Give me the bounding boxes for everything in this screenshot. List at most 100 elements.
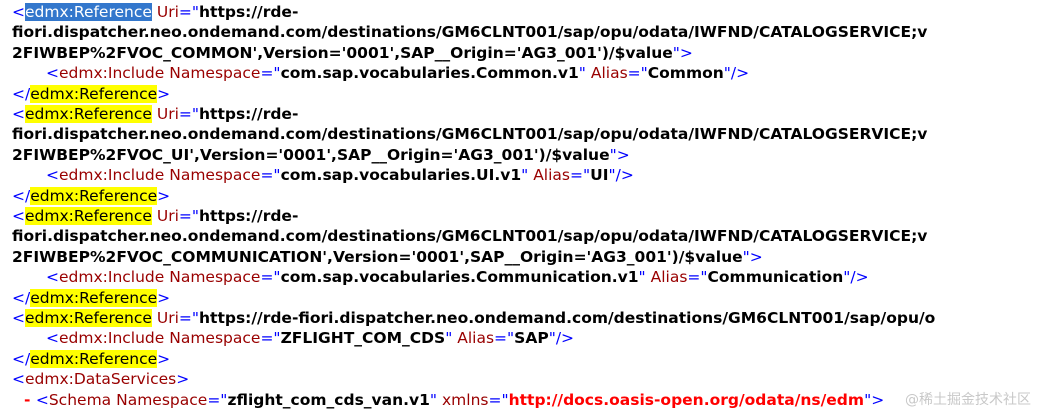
code-token: =" xyxy=(488,390,509,409)
code-token: Uri xyxy=(151,207,179,225)
code-token: " xyxy=(521,166,529,185)
code-token: com.sap.vocabularies.Common.v1 xyxy=(280,64,579,83)
code-line: <edmx:Include Namespace="com.sap.vocabul… xyxy=(46,267,869,287)
code-line: 2FIWBEP%2FVOC_COMMUNICATION',Version='00… xyxy=(12,247,763,267)
code-token: =" xyxy=(627,64,648,83)
code-token: "/> xyxy=(723,64,750,83)
code-token: Alias xyxy=(585,64,628,83)
code-token: " xyxy=(638,268,646,287)
code-token: Namespace xyxy=(164,64,261,83)
code-line: <edmx:Reference Uri="https://rde- xyxy=(12,206,298,226)
code-token: "> xyxy=(672,43,693,62)
code-line: </edmx:Reference> xyxy=(12,288,170,308)
code-line: - <Schema Namespace="zflight_com_cds_van… xyxy=(24,390,884,410)
code-line: </edmx:Reference> xyxy=(12,84,170,104)
code-token: =" xyxy=(178,3,199,21)
code-token: =" xyxy=(260,166,281,185)
code-token: edmx:Reference xyxy=(25,309,152,327)
code-token: > xyxy=(157,349,171,368)
code-token: "> xyxy=(864,390,885,409)
code-line: 2FIWBEP%2FVOC_UI',Version='0001',SAP__Or… xyxy=(12,145,630,165)
code-token: " xyxy=(445,329,453,348)
code-line: fiori.dispatcher.neo.ondemand.com/destin… xyxy=(12,226,927,246)
code-token: > xyxy=(157,288,171,307)
code-token: =" xyxy=(178,207,199,225)
code-token: 2FIWBEP%2FVOC_UI',Version='0001',SAP__Or… xyxy=(12,145,610,164)
code-token: "/> xyxy=(843,268,869,287)
code-line: </edmx:Reference> xyxy=(12,186,170,206)
code-token: edmx:Reference xyxy=(25,207,152,225)
code-token: - xyxy=(24,390,36,409)
code-token: </ xyxy=(12,349,31,368)
code-token: edmx:Reference xyxy=(30,349,158,368)
code-token: edmx:Reference xyxy=(30,186,158,205)
code-line: fiori.dispatcher.neo.ondemand.com/destin… xyxy=(12,124,927,144)
code-token: 2FIWBEP%2FVOC_COMMON',Version='0001',SAP… xyxy=(12,43,673,62)
code-token: https://rde- xyxy=(199,207,299,225)
code-token: Alias xyxy=(528,166,570,185)
code-token: edmx:Include xyxy=(59,329,165,348)
code-token: xmlns xyxy=(437,390,489,409)
code-token: Alias xyxy=(645,268,688,287)
code-line: </edmx:Reference> xyxy=(12,349,170,369)
code-token: < xyxy=(12,309,25,327)
code-token: =" xyxy=(260,64,281,83)
code-line: fiori.dispatcher.neo.ondemand.com/destin… xyxy=(12,22,927,42)
code-token: com.sap.vocabularies.Communication.v1 xyxy=(280,268,639,287)
code-token: https://rde-fiori.dispatcher.neo.ondeman… xyxy=(199,309,936,327)
watermark: @稀土掘金技术社区 xyxy=(905,392,1031,408)
code-token: Uri xyxy=(151,3,179,21)
code-token: < xyxy=(46,166,59,185)
code-token: https://rde- xyxy=(199,3,299,21)
code-token: < xyxy=(12,207,25,225)
code-token: "> xyxy=(742,247,763,266)
code-token: =" xyxy=(207,390,228,409)
code-token: Schema xyxy=(48,390,112,409)
code-token: edmx:Reference xyxy=(25,105,152,123)
code-token: < xyxy=(12,105,25,123)
code-line: <edmx:Include Namespace="com.sap.vocabul… xyxy=(46,165,634,185)
code-token: "/> xyxy=(548,329,575,348)
code-token: Alias xyxy=(452,329,495,348)
code-line: <edmx:Include Namespace="com.sap.vocabul… xyxy=(46,63,749,83)
code-token: edmx:Include xyxy=(59,166,165,185)
code-token: =" xyxy=(494,329,515,348)
code-token: =" xyxy=(178,105,199,123)
code-token: http://docs.oasis-open.org/odata/ns/edm xyxy=(508,390,865,409)
code-token: edmx:Reference xyxy=(25,3,152,21)
code-token: < xyxy=(35,390,49,409)
code-token: < xyxy=(12,370,25,389)
code-token: Namespace xyxy=(164,268,261,287)
code-token: zflight_com_cds_van.v1 xyxy=(227,390,430,409)
code-line: 2FIWBEP%2FVOC_COMMON',Version='0001',SAP… xyxy=(12,43,693,63)
code-token: edmx:DataServices xyxy=(25,370,177,389)
code-token: " xyxy=(578,64,586,83)
code-line: <edmx:Include Namespace="ZFLIGHT_COM_CDS… xyxy=(46,328,574,348)
code-token: =" xyxy=(178,309,199,327)
code-token: UI xyxy=(590,166,609,185)
code-token: https://rde- xyxy=(199,105,299,123)
code-line: <edmx:Reference Uri="https://rde-fiori.d… xyxy=(12,308,935,328)
code-token: "/> xyxy=(608,166,634,185)
code-line: <edmx:Reference Uri="https://rde- xyxy=(12,104,298,124)
code-token: </ xyxy=(12,84,31,103)
code-token: Common xyxy=(647,64,724,83)
code-token: </ xyxy=(12,288,31,307)
code-token: Communication xyxy=(707,268,844,287)
code-token: Namespace xyxy=(164,329,261,348)
code-token: </ xyxy=(12,186,31,205)
code-token: =" xyxy=(687,268,708,287)
code-line: <edmx:DataServices> xyxy=(12,369,189,389)
code-token: =" xyxy=(260,268,281,287)
code-token: < xyxy=(46,268,59,287)
code-token: > xyxy=(176,370,190,389)
code-token: ZFLIGHT_COM_CDS xyxy=(280,329,446,348)
code-token: =" xyxy=(260,329,281,348)
code-token: edmx:Include xyxy=(59,268,165,287)
code-token: Namespace xyxy=(111,390,208,409)
code-token: 2FIWBEP%2FVOC_COMMUNICATION',Version='00… xyxy=(12,247,743,266)
code-token: Uri xyxy=(151,309,179,327)
code-token: edmx:Include xyxy=(59,64,165,83)
code-token: edmx:Reference xyxy=(30,84,158,103)
code-token: SAP xyxy=(514,329,549,348)
